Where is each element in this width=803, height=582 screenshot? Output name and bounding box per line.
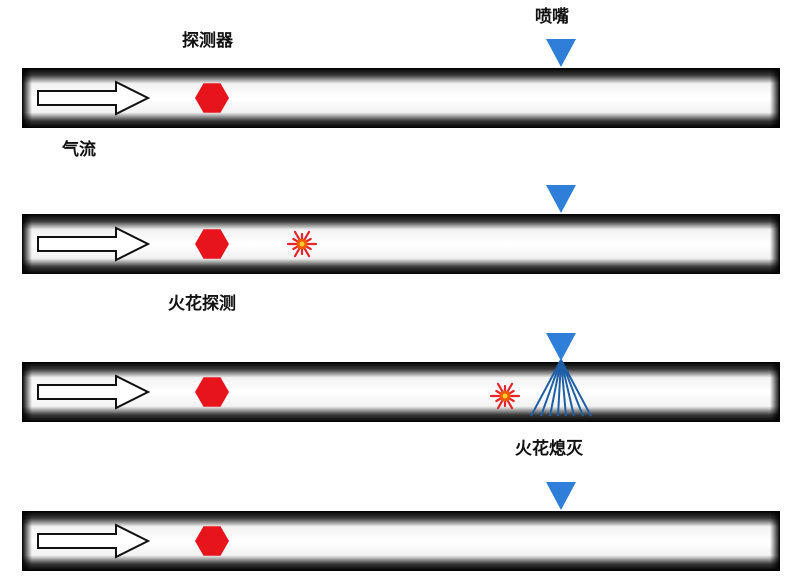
airflow-arrow-icon [37,374,151,410]
duct-stage-1 [22,39,780,128]
detector-icon [195,377,229,407]
nozzle-icon [546,333,576,361]
spark-detection-label: 火花探测 [168,294,236,314]
airflow-arrow-icon [37,523,151,559]
nozzle-icon [546,39,576,67]
nozzle-label: 喷嘴 [535,7,569,27]
spark-extinguish-label: 火花熄灭 [515,439,583,459]
spark-icon [489,382,521,410]
detector-icon [195,526,229,556]
detector-icon [195,229,229,259]
nozzle-icon [546,185,576,213]
water-spray-icon [530,359,592,417]
detector-label: 探测器 [182,31,233,51]
nozzle-icon [546,482,576,510]
airflow-arrow-icon [37,80,151,116]
airflow-arrow-icon [37,226,151,262]
spark-icon [286,230,318,258]
duct-stage-2 [22,185,780,274]
duct-stage-4 [22,482,780,571]
airflow-label: 气流 [62,140,96,160]
duct-stage-3 [22,333,780,422]
detector-icon [195,83,229,113]
